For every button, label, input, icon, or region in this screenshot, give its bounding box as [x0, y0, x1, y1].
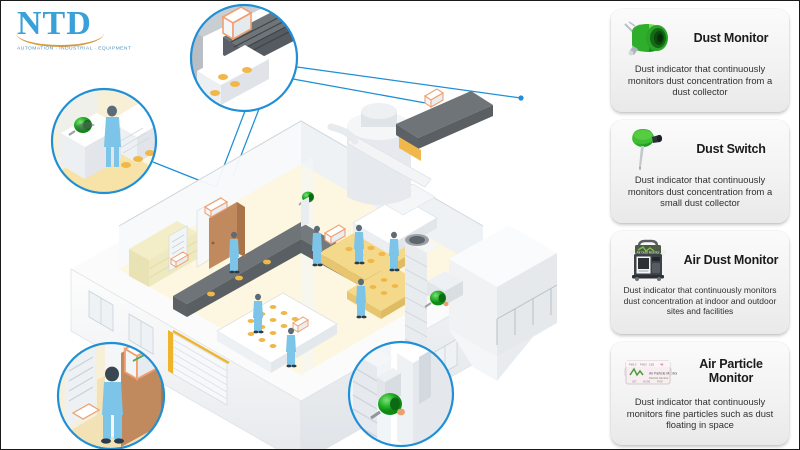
worker — [286, 327, 297, 368]
sensor-marker-panel — [170, 251, 189, 268]
svg-text:SET: SET — [632, 380, 637, 383]
svg-text:MODE: MODE — [643, 380, 651, 383]
callout-packaging-operator — [52, 89, 156, 193]
dust-monitor-icon — [619, 16, 677, 60]
card-title: Dust Monitor — [693, 31, 769, 45]
roller-shutter-door — [168, 329, 230, 406]
ntd-logo: NTD AUTOMATION · INDUSTRIAL · EQUIPMENT — [11, 7, 131, 53]
air-particle-monitor-icon: PM2.5 PM10 125 48 Air Particle Monitor P… — [619, 349, 679, 393]
callout-ring — [56, 341, 166, 449]
card-title: Air Particle Monitor — [699, 357, 763, 385]
product-card-dust-monitor[interactable]: Dust Monitor Dust indicator that continu… — [611, 9, 789, 112]
svg-text:PWR: PWR — [657, 380, 663, 383]
svg-text:125: 125 — [649, 362, 654, 366]
card-description: Dust indicator that continuously monitor… — [623, 285, 777, 317]
sensor-marker-door — [203, 197, 229, 219]
worker — [312, 225, 323, 267]
inspection-table — [216, 292, 338, 373]
card-header: Air Dust Monitor Air Dust Monitor — [619, 238, 781, 282]
card-description: Dust indicator that continuously monitor… — [627, 63, 773, 98]
svg-text:48: 48 — [660, 362, 664, 366]
worker — [253, 293, 264, 334]
sensor-marker-exterior-duct — [423, 88, 445, 109]
worker — [354, 224, 365, 265]
worker — [101, 366, 124, 444]
svg-text:PM2.5: PM2.5 — [629, 362, 637, 366]
worker — [229, 231, 240, 274]
svg-text:PM10: PM10 — [640, 362, 647, 366]
elevated-conveyor — [396, 91, 493, 161]
callout-ring — [189, 3, 299, 113]
svg-text:Air Dust Monitor: Air Dust Monitor — [637, 251, 661, 255]
callout-ring — [347, 340, 455, 448]
callout-ring — [50, 87, 158, 195]
sensor-marker-table — [292, 316, 309, 333]
worker — [389, 231, 400, 272]
factory-illustration — [1, 1, 601, 449]
product-card-air-dust-monitor[interactable]: Air Dust Monitor Air Dust Monitor Dust i… — [611, 231, 789, 334]
logo-swoosh-icon — [16, 33, 104, 47]
air-dust-monitor-icon: Air Dust Monitor — [619, 238, 677, 282]
product-card-dust-switch[interactable]: Dust Switch Dust indicator that continuo… — [611, 120, 789, 223]
card-title: Air Dust Monitor — [683, 253, 779, 267]
card-title: Dust Switch — [696, 142, 766, 156]
dust-monitor-devices — [298, 191, 314, 227]
card-description: Dust indicator that continuously monitor… — [627, 174, 773, 209]
card-description: Dust indicator that continuously monitor… — [626, 396, 774, 431]
worker — [356, 278, 367, 319]
svg-text:Particle Monitor: Particle Monitor — [649, 376, 668, 380]
card-header: Dust Switch — [619, 127, 781, 171]
sensor-marker-callout — [221, 6, 253, 41]
card-header: PM2.5 PM10 125 48 Air Particle Monitor P… — [619, 349, 781, 393]
svg-text:Air Particle Monitor: Air Particle Monitor — [649, 372, 677, 376]
sensor-marker-inspection — [323, 224, 347, 246]
card-header: Dust Monitor — [619, 16, 781, 60]
product-card-list: Dust Monitor Dust indicator that continu… — [611, 9, 789, 445]
dust-switch-device-callout — [370, 393, 405, 420]
dust-switch-icon — [619, 127, 677, 171]
product-card-air-particle-monitor[interactable]: PM2.5 PM10 125 48 Air Particle Monitor P… — [611, 342, 789, 445]
platform-railing — [496, 284, 558, 345]
dust-monitor-device-exterior — [424, 290, 449, 308]
sensor-markers — [170, 88, 445, 333]
worker — [104, 105, 121, 167]
logo-tagline: AUTOMATION · INDUSTRIAL · EQUIPMENT — [17, 45, 132, 51]
factory-workers — [229, 224, 400, 368]
